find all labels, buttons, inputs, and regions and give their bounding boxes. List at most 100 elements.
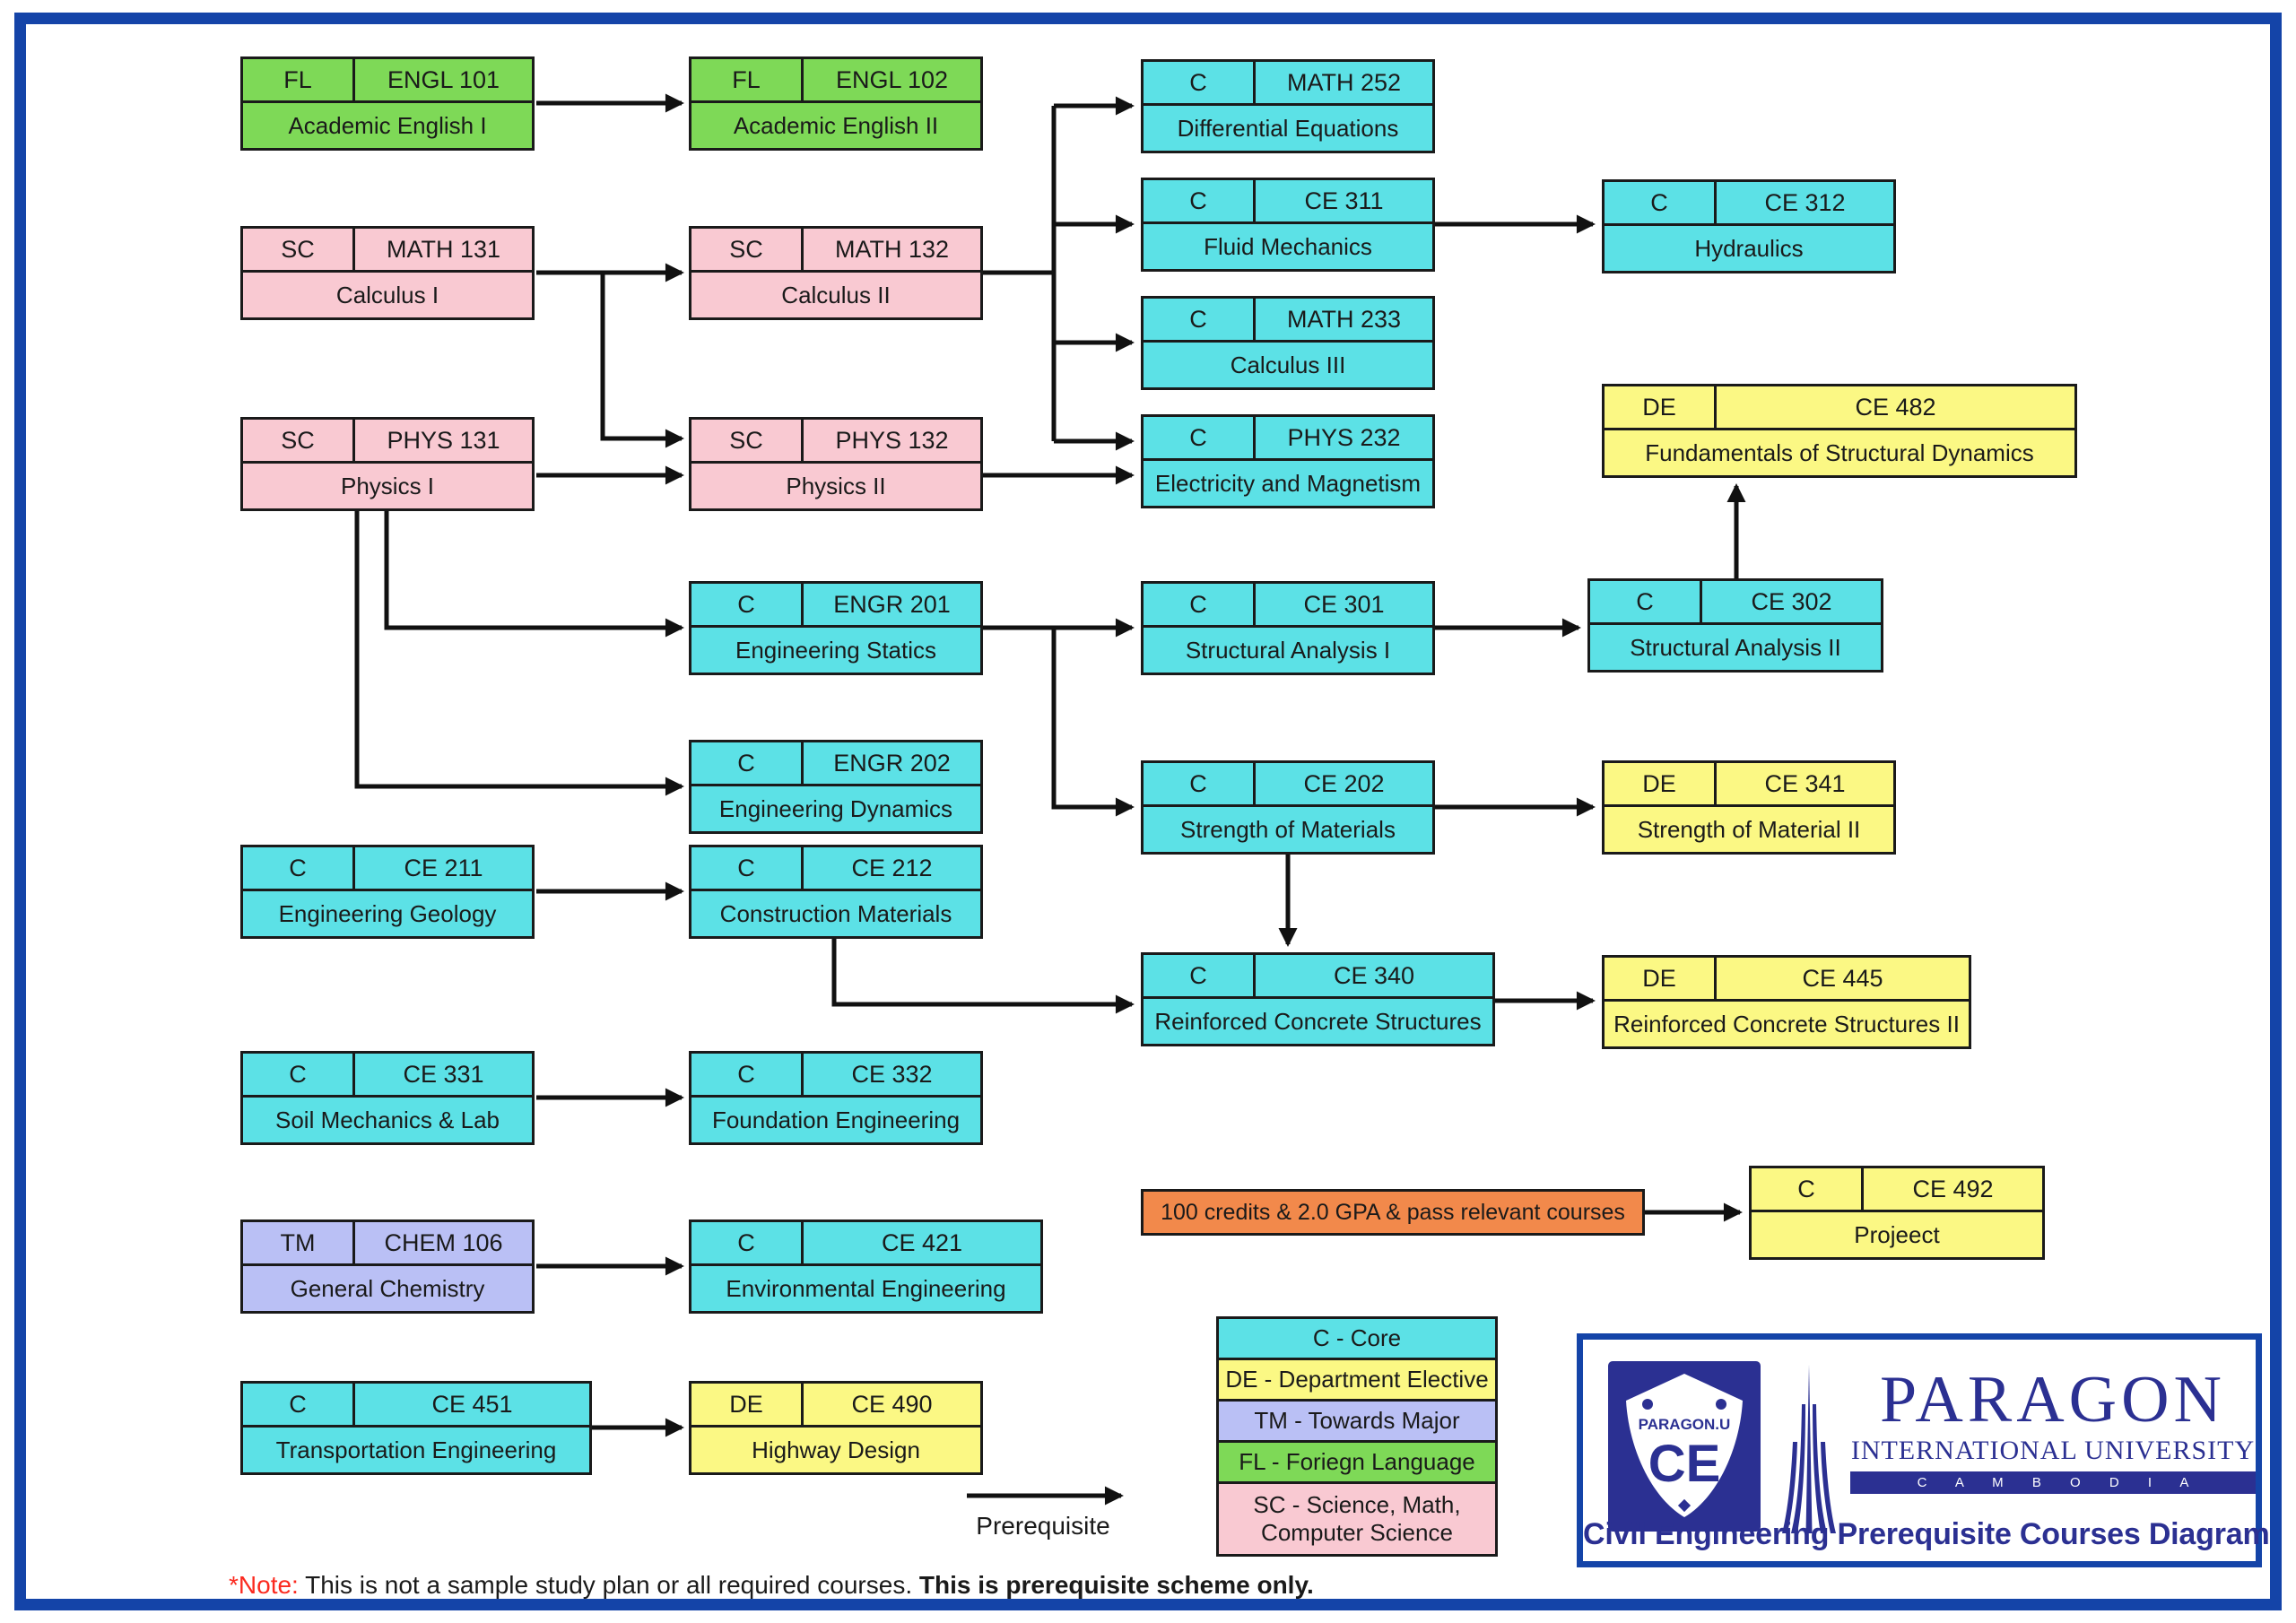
university-subtitle: INTERNATIONAL UNIVERSITY	[1850, 1436, 2256, 1466]
diagram-title: Civil Engineering Prerequisite Courses D…	[1583, 1517, 2270, 1551]
course-code-phys132: PHYS 132	[835, 426, 949, 454]
course-code-ce211: CE 211	[404, 854, 483, 881]
course-category-ce202: C	[1144, 763, 1256, 804]
footnote-body: This is not a sample study plan or all r…	[298, 1571, 919, 1599]
course-name-engl101: Academic English I	[288, 111, 487, 139]
course-code-phys131: PHYS 131	[387, 426, 500, 454]
course-name-ce302: Structural Analysis II	[1630, 633, 1841, 661]
course-name-math132: Calculus II	[781, 281, 891, 308]
course-name-ce341: Strength of Material II	[1637, 815, 1861, 843]
legend-item-1: DE - Department Elective	[1216, 1358, 1498, 1402]
course-category-math233: C	[1144, 299, 1256, 340]
legend-item-4: SC - Science, Math, Computer Science	[1216, 1481, 1498, 1557]
course-name-ce211: Engineering Geology	[278, 899, 497, 927]
course-name-math233: Calculus III	[1230, 351, 1346, 378]
course-category-engr201: C	[691, 584, 804, 625]
course-category-engl101: FL	[243, 59, 355, 100]
course-name-phys132: Physics II	[786, 472, 886, 499]
course-category-ce331: C	[243, 1054, 355, 1095]
course-code-math233: MATH 233	[1286, 305, 1402, 333]
course-name-phys232: Electricity and Magnetism	[1154, 469, 1422, 497]
course-name-ce482: Fundamentals of Structural Dynamics	[1645, 438, 2034, 466]
course-name-ce311: Fluid Mechanics	[1204, 232, 1372, 260]
prereq-arrow-math131-to-phys132	[600, 273, 684, 448]
course-name-phys131: Physics I	[340, 472, 435, 499]
prerequisite-arrow-label: Prerequisite	[976, 1512, 1110, 1540]
course-code-math252: MATH 252	[1286, 68, 1402, 96]
course-name-math131: Calculus I	[335, 281, 439, 308]
university-branding-panel: PARAGON.U CE PARAGON INTERNATIONAL UNIVE…	[1577, 1333, 2270, 1567]
course-code-ce451: CE 451	[431, 1390, 513, 1418]
course-category-ce492: C	[1752, 1168, 1864, 1210]
legend-item-2: TM - Towards Major	[1216, 1399, 1498, 1443]
course-code-ce421: CE 421	[881, 1228, 963, 1256]
course-code-ce445: CE 445	[1802, 964, 1883, 992]
course-code-engl102: ENGL 102	[835, 65, 949, 93]
course-code-ce311: CE 311	[1304, 187, 1384, 214]
course-code-ce301: CE 301	[1303, 590, 1385, 618]
course-code-ce312: CE 312	[1764, 188, 1846, 216]
course-name-engr201: Engineering Statics	[735, 636, 937, 664]
course-name-ce332: Foundation Engineering	[711, 1106, 961, 1133]
course-name-ce202: Strength of Materials	[1180, 815, 1396, 843]
legend-item-3: FL - Foriegn Language	[1216, 1440, 1498, 1484]
course-code-ce332: CE 332	[851, 1060, 933, 1088]
course-name-ce312: Hydraulics	[1694, 234, 1804, 262]
course-code-phys232: PHYS 232	[1287, 423, 1401, 451]
course-category-ce212: C	[691, 847, 804, 889]
footnote-asterisk: *Note:	[229, 1571, 299, 1599]
course-category-ce482: DE	[1605, 386, 1717, 428]
course-code-ce331: CE 331	[403, 1060, 484, 1088]
course-code-engr202: ENGR 202	[833, 749, 951, 777]
prereq-arrow-engr201-to-ce202	[1051, 628, 1135, 817]
footnote-bold: This is prerequisite scheme only.	[918, 1571, 1314, 1599]
course-name-ce212: Construction Materials	[719, 899, 952, 927]
course-name-ce492: Projeect	[1854, 1220, 1940, 1248]
course-category-engr202: C	[691, 742, 804, 784]
course-name-ce340: Reinforced Concrete Structures	[1154, 1007, 1482, 1035]
course-category-ce341: DE	[1605, 763, 1717, 804]
course-category-ce340: C	[1144, 955, 1256, 996]
course-name-ce421: Environmental Engineering	[726, 1274, 1006, 1302]
course-code-ce341: CE 341	[1764, 769, 1846, 797]
course-category-ce312: C	[1605, 182, 1717, 223]
legend-item-0: C - Core	[1216, 1316, 1498, 1360]
course-code-ce302: CE 302	[1751, 587, 1832, 615]
course-category-engl102: FL	[691, 59, 804, 100]
course-code-math132: MATH 132	[834, 235, 950, 263]
course-category-ce451: C	[243, 1384, 355, 1425]
paragon-spire-icon	[1780, 1363, 1838, 1533]
university-wordmark: PARAGON INTERNATIONAL UNIVERSITY C A M B…	[1850, 1363, 2256, 1495]
course-category-math132: SC	[691, 229, 804, 270]
course-name-ce331: Soil Mechanics & Lab	[274, 1106, 500, 1133]
course-code-ce340: CE 340	[1333, 961, 1415, 989]
university-name: PARAGON	[1880, 1363, 2226, 1436]
course-code-ce212: CE 212	[851, 854, 933, 881]
course-code-ce482: CE 482	[1855, 393, 1936, 421]
course-code-engl101: ENGL 101	[387, 65, 500, 93]
course-category-phys131: SC	[243, 420, 355, 461]
graduation-condition-box: 100 credits & 2.0 GPA & pass relevant co…	[1141, 1189, 1645, 1236]
ce-shield-icon: PARAGON.U CE	[1626, 1374, 1743, 1517]
course-category-ce490: DE	[691, 1384, 804, 1425]
course-name-ce445: Reinforced Concrete Structures II	[1613, 1010, 1960, 1037]
